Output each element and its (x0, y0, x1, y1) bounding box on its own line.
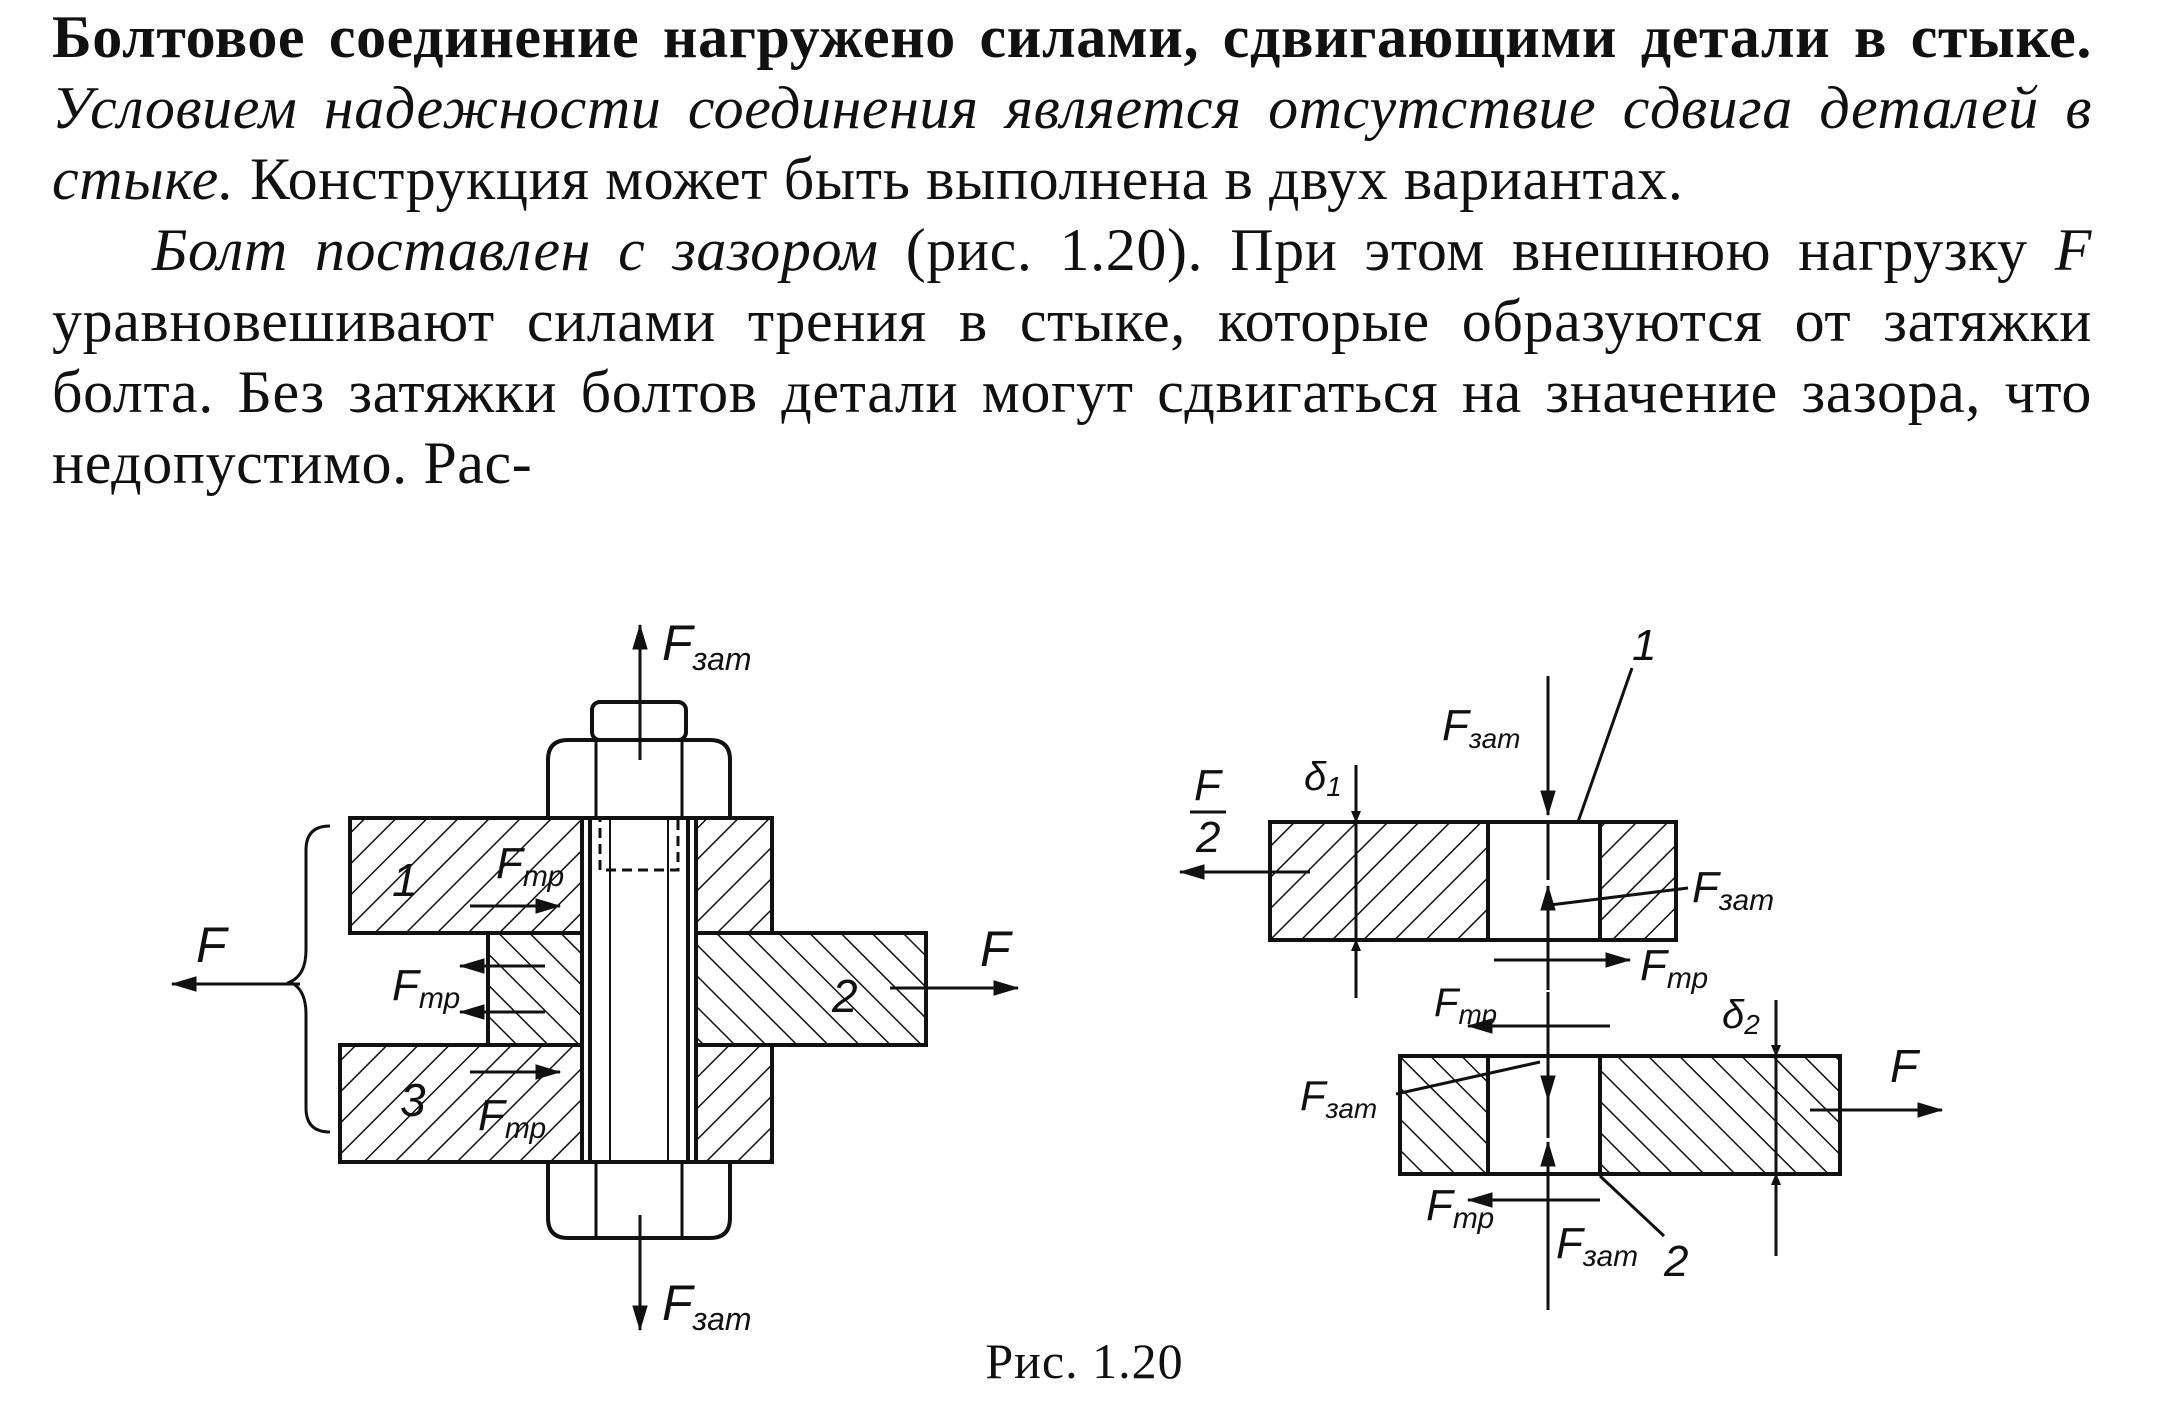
right-plate-1-left (1268, 820, 1490, 942)
right-plate-2-right (1598, 1054, 1842, 1176)
label-r-part-2: 2 (1663, 1237, 1688, 1286)
label-r-f-tr-low: Fтр (1434, 981, 1497, 1030)
label-ftr-1: Fтр (496, 839, 564, 893)
label-r-part-1: 1 (1632, 621, 1656, 670)
label-r-f-right: F (1890, 1040, 1921, 1092)
right-plate-2-hole (1486, 1054, 1602, 1176)
brace (286, 824, 331, 1134)
paragraph-1-bold: Болтовое соединение нагружено силами, сд… (52, 4, 2092, 70)
right-plate-1-right (1598, 820, 1678, 942)
figure-right-labels: Fзат F 2 Fзат Fтр Fтр Fзат Fтр Fзат F δ1… (1194, 621, 1921, 1286)
paragraph-2-part2: уравновешивают силами трения в стыке, ко… (52, 288, 2092, 496)
paragraph-1-italic: Условием надежности соединения является … (52, 75, 2092, 212)
label-r-f-tr-bot: Fтр (1426, 1181, 1494, 1235)
label-r-f-zat-bot: Fзат (1556, 1219, 1638, 1273)
label-f-zat-bottom: Fзат (662, 1275, 752, 1337)
label-f-left: F (196, 917, 229, 973)
paragraph-1: Болтовое соединение нагружено силами, сд… (52, 2, 2092, 215)
label-f-zat-top: Fзат (662, 615, 752, 677)
label-r-f-zat-mid: Fзат (1692, 863, 1774, 917)
label-part-3: 3 (400, 1074, 426, 1126)
label-ftr-3: Fтр (478, 1091, 546, 1145)
label-r-f-tr-mid: Fтр (1640, 941, 1708, 995)
label-r-f-half-den: 2 (1195, 813, 1220, 862)
figure-right (1178, 667, 1944, 1320)
label-r-f-zat-low: Fзат (1300, 1072, 1377, 1124)
label-delta-1: δ1 (1304, 755, 1342, 802)
figure-left (170, 623, 1020, 1332)
plate-1 (348, 816, 584, 935)
plate-2-left (486, 931, 584, 1047)
label-f-right: F (980, 921, 1013, 977)
paragraph-2-part1: (рис. 1.20). При этом внешнюю нагрузку (905, 217, 2028, 283)
paragraph-1-normal: Конструкция может быть выполнена в двух … (250, 146, 1684, 212)
figure-left-labels: Fзат Fзат F F Fтр Fтр Fтр 1 2 3 (196, 615, 1013, 1337)
label-part-1: 1 (392, 854, 418, 906)
bolt-head (546, 1160, 732, 1240)
label-delta-2: δ2 (1722, 993, 1760, 1040)
right-plate-2-left (1398, 1054, 1490, 1176)
plate-3-right (694, 1043, 774, 1164)
figure-caption: Рис. 1.20 (985, 1333, 1184, 1389)
label-part-2: 2 (831, 970, 858, 1022)
right-plate-1-hole (1486, 820, 1602, 942)
label-r-f-half-num: F (1194, 761, 1223, 810)
body-text: Болтовое соединение нагружено силами, сд… (52, 2, 2092, 499)
paragraph-2: Болт поставлен с зазором (рис. 1.20). Пр… (52, 215, 2092, 499)
paragraph-2-symbol: F (2054, 217, 2092, 283)
label-ftr-2: Fтр (392, 961, 460, 1015)
paragraph-2-italic: Болт поставлен с зазором (152, 217, 879, 283)
nut-top (546, 738, 732, 820)
plate-1-right (694, 816, 774, 935)
label-r-f-zat-top: Fзат (1442, 701, 1521, 754)
